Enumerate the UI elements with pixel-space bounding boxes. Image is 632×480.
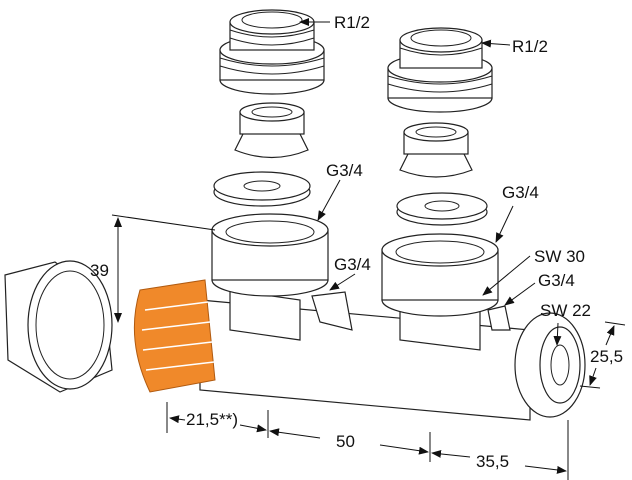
adapter-left-top [219,9,325,95]
label-thread-left-top: R1/2 [334,13,370,32]
label-wrench-size-cap: SW 22 [540,301,591,320]
label-nut-left: G3/4 [326,161,363,180]
label-thread-right-top: R1/2 [512,37,548,56]
washer-left [213,171,311,207]
orange-handwheel [133,279,216,393]
adapter-right-top [387,27,493,113]
washer-right [396,192,488,226]
label-side-port-left: G3/4 [334,255,371,274]
insert-left [234,102,309,159]
dimension-lines [111,214,626,480]
label-side-port-right: G3/4 [538,271,575,290]
dim-height: 39 [90,261,109,280]
dim-center-distance: 50 [336,432,355,451]
valve-body [199,213,586,421]
label-wrench-size-nut: SW 30 [534,247,585,266]
dim-offset-right: 35,5 [476,452,509,471]
dim-offset-left: 21,5**) [186,410,238,429]
label-nut-right: G3/4 [502,183,539,202]
dim-cap-diameter: 25,5 [590,347,623,366]
leader-lines [299,18,562,346]
end-cap-left [4,260,113,393]
insert-right [399,122,473,178]
